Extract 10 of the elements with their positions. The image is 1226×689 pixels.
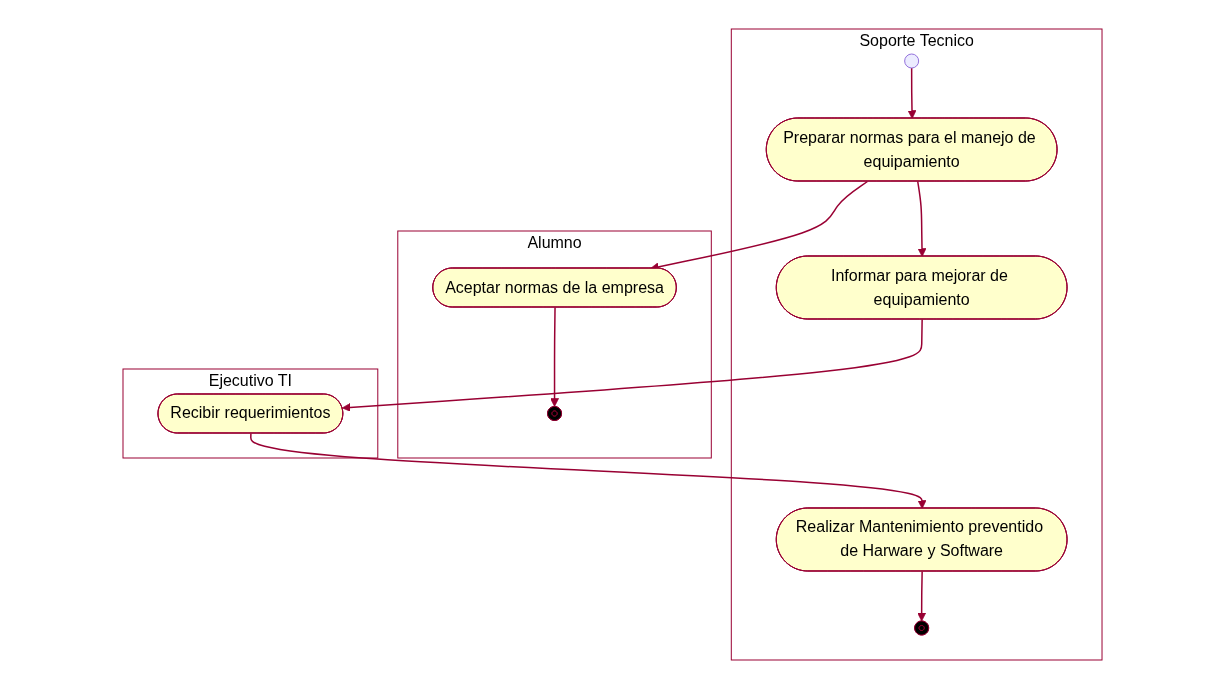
arrow (917, 180, 927, 257)
arrow (250, 432, 927, 509)
arrow (917, 570, 927, 622)
cluster (731, 28, 1103, 661)
arrow (550, 306, 560, 407)
arrow (908, 67, 917, 119)
cluster (397, 230, 713, 459)
arrow (342, 318, 924, 412)
node-circle (904, 53, 920, 69)
cluster (123, 368, 379, 459)
